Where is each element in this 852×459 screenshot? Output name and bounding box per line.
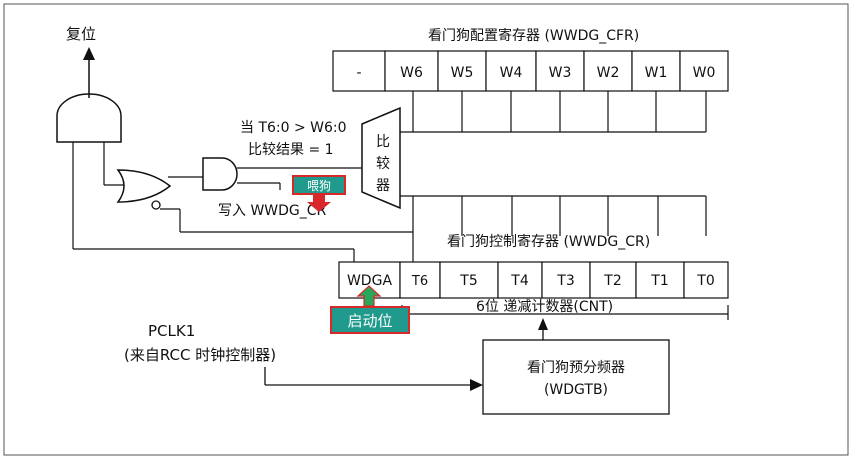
cr-bus-rises: [412, 196, 707, 236]
cfr-bit-w3: W3: [535, 50, 585, 92]
cfr-bit-label: W1: [645, 65, 668, 81]
cr-bit-t4: T4: [497, 261, 543, 299]
write-cr-label: 写入 WWDG_CR: [218, 203, 327, 219]
outer-frame: [3, 3, 849, 456]
cfr-bit-w6: W6: [384, 50, 439, 92]
pclk-source-label: (来自RCC 时钟控制器): [124, 346, 276, 364]
cr-bit-label: T6: [411, 274, 428, 289]
cfr-register-title: 看门狗配置寄存器 (WWDG_CFR): [428, 27, 639, 44]
cfr-bit-w5: W5: [437, 50, 487, 92]
compare-condition-line1: 当 T6:0 > W6:0: [240, 120, 347, 136]
cr-bit-t3: T3: [541, 261, 591, 299]
cfr-bit-label: W6: [400, 65, 423, 81]
cr-bit-t2: T2: [589, 261, 637, 299]
cr-bit-label: T0: [696, 273, 714, 289]
cr-bit-t6: T6: [399, 261, 441, 299]
compare-condition-line2: 比较结果 = 1: [248, 142, 334, 158]
cfr-bit-label: W0: [693, 65, 716, 81]
feed-dog-arrow: [307, 194, 331, 212]
enable-bit-tag: [330, 306, 410, 334]
cfr-bit-w4: W4: [485, 50, 537, 92]
cfr-bit-w1: W1: [631, 50, 681, 92]
cr-bit-label: T1: [650, 273, 668, 289]
cr-bit-t0: T0: [683, 261, 729, 299]
compare-and-gate: [202, 157, 238, 191]
cfr-bit-label: -: [356, 65, 361, 81]
reset-arrow: [83, 47, 95, 60]
cfr-bit-label: W5: [451, 65, 474, 81]
comparator-char-1: 比: [376, 134, 390, 150]
reset-and-gate: [56, 93, 122, 143]
cfr-bit-reserved: -: [332, 50, 386, 92]
pclk-arrow: [470, 379, 483, 391]
prescaler-to-counter-arrow: [538, 318, 548, 330]
cr-bit-t5: T5: [439, 261, 499, 299]
enable-bit-arrow: [356, 285, 382, 307]
cfr-bit-label: W2: [597, 65, 620, 81]
prescaler-title: 看门狗预分频器: [527, 360, 625, 376]
pclk-label: PCLK1: [148, 322, 195, 340]
enable-bit-text: 启动位: [347, 312, 392, 330]
comparator-char-3: 器: [376, 178, 390, 194]
counter-label: 6位 递减计数器(CNT): [476, 299, 613, 315]
comparator-block: [361, 106, 401, 210]
cr-bit-label: T4: [510, 273, 529, 289]
feed-dog-text: 喂狗: [307, 179, 331, 193]
prescaler-box: [482, 339, 670, 415]
comparator-char-2: 较: [376, 156, 390, 172]
cfr-bit-w0: W0: [679, 50, 729, 92]
cr-register-title: 看门狗控制寄存器 (WWDG_CR): [447, 233, 650, 250]
cr-bit-label: T2: [603, 273, 621, 289]
cfr-bit-w2: W2: [583, 50, 633, 92]
cfr-bus-drops: [412, 91, 707, 132]
cfr-bit-label: W4: [500, 65, 523, 81]
cfr-bit-label: W3: [549, 65, 572, 81]
cr-bit-t1: T1: [635, 261, 685, 299]
cfr-register: - W6 W5 W4 W3 W2 W1 W0: [332, 50, 729, 92]
cr-bit-label: T3: [556, 273, 574, 289]
feed-dog-annotation: 喂狗: [292, 175, 346, 212]
prescaler-subtitle: (WDGTB): [544, 382, 608, 398]
or-gate: [116, 169, 172, 210]
cr-bit-label: T5: [459, 273, 477, 289]
enable-bit-annotation: 启动位: [330, 285, 410, 334]
cr-register: WDGA T6 T5 T4 T3 T2 T1 T0: [338, 261, 729, 299]
reset-label: 复位: [66, 25, 96, 43]
cr-bit-label: WDGA: [347, 273, 392, 289]
